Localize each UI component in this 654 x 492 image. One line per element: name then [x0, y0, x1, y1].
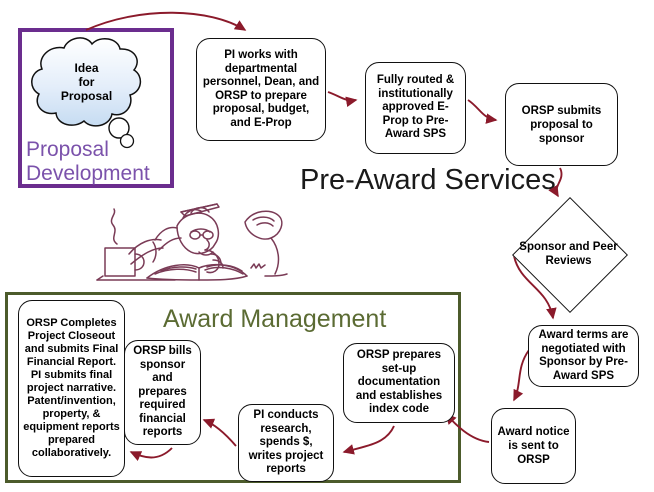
node-award-terms-negotiated[interactable]: Award terms are negotiated with Sponsor … [528, 325, 639, 387]
node-orsp-completes-closeout[interactable]: ORSP Completes Project Closeout and subm… [18, 300, 125, 477]
sponsor-reviews-label: Sponsor and Peer Reviews [519, 240, 618, 267]
proposal-development-title: Proposal Development [26, 138, 150, 185]
award-management-title: Award Management [163, 305, 387, 333]
thought-cloud-icon [31, 37, 142, 149]
person-reading-illustration [95, 192, 290, 292]
node-orsp-prepares-setup[interactable]: ORSP prepares set-up documentation and e… [343, 343, 455, 423]
person-reading-at-desk-icon [96, 203, 288, 281]
award-management-section-frame [5, 292, 461, 483]
node-orsp-bills-sponsor[interactable]: ORSP bills sponsor and prepares required… [124, 340, 201, 445]
idea-for-proposal-label: Idea for Proposal [60, 61, 113, 103]
node-orsp-submits-proposal[interactable]: ORSP submits proposal to sponsor [505, 83, 618, 166]
edge-orsp-submits-to-sponsor-reviews [548, 167, 563, 198]
edge-award-terms-to-award-notice [513, 349, 530, 402]
node-sponsor-and-peer-reviews[interactable]: Sponsor and Peer Reviews [511, 196, 628, 313]
edge-pi-works-to-fully-routed [327, 91, 358, 107]
node-award-notice-sent[interactable]: Award notice is sent to ORSP [491, 408, 576, 484]
node-pi-works[interactable]: PI works with departmental personnel, De… [196, 38, 326, 141]
node-fully-routed[interactable]: Fully routed & institutionally approved … [365, 62, 466, 154]
pre-award-services-title: Pre-Award Services [300, 164, 556, 196]
idea-for-proposal-cloud: Idea for Proposal [24, 32, 149, 150]
edge-fully-routed-to-orsp-submits [467, 99, 498, 124]
node-pi-conducts-research[interactable]: PI conducts research, spends $, writes p… [238, 404, 334, 482]
